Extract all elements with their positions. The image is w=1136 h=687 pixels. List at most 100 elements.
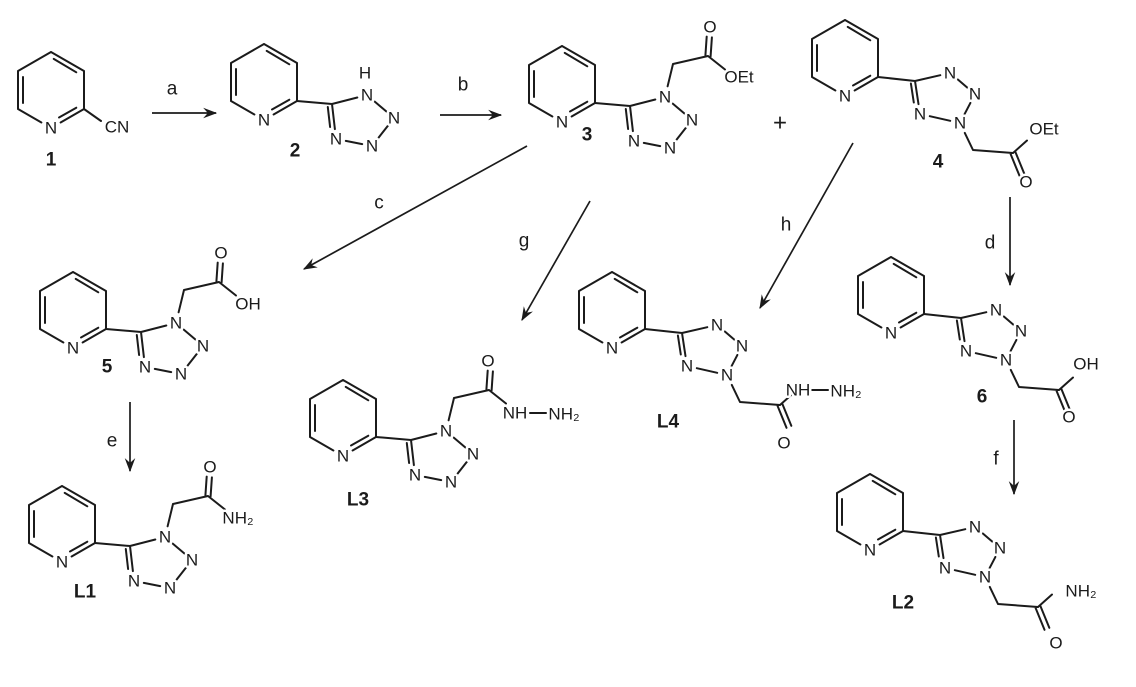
arrow-c [302, 145, 528, 270]
atom-oet-label: OEt [724, 68, 754, 87]
pyridine-ring [857, 256, 925, 329]
atom-n-label: N [664, 139, 676, 158]
hydrazide-chain-bonds [730, 383, 795, 429]
atom-n-label: N [159, 528, 171, 547]
compound-label: 2 [290, 141, 301, 162]
compound-label: 3 [582, 125, 593, 146]
atom-n-label: N [914, 105, 926, 124]
atom-n-label: N [337, 447, 349, 466]
atom-nh2-label: NH₂ [548, 405, 579, 424]
atom-nh2-label: NH₂ [1065, 582, 1096, 601]
arrow-h [759, 142, 854, 310]
pyridine-ring [811, 19, 879, 92]
atom-n-label: N [994, 539, 1006, 558]
atom-n-label: N [864, 541, 876, 560]
pyridine-ring [230, 43, 298, 116]
compound-label: L2 [892, 593, 914, 614]
atom-n-label: N [139, 358, 151, 377]
compound-label: 5 [102, 357, 113, 378]
atom-nh-label: NH [503, 404, 528, 423]
atom-h-label: H [359, 64, 371, 83]
step-label-d: d [985, 233, 996, 254]
atom-n-label: N [467, 445, 479, 464]
atom-n-label: N [954, 114, 966, 133]
atom-n-label: N [721, 366, 733, 385]
compound-L2: N N N N N NH₂ O L2 [836, 473, 1099, 655]
compound-6: N N N N N OH O 6 [857, 256, 1101, 429]
amide-chain-bonds [988, 585, 1053, 631]
atom-o-label: O [203, 458, 216, 477]
compound-1: N CN 1 [17, 51, 132, 171]
step-label-g: g [519, 231, 530, 252]
step-label-f: f [993, 449, 999, 470]
atom-n-label: N [839, 87, 851, 106]
ester-chain-bonds [666, 35, 726, 88]
atom-oet-label: OEt [1029, 120, 1059, 139]
compound-label: 6 [977, 387, 988, 408]
atom-nh-label: NH [786, 381, 811, 400]
atom-n-label: N [939, 559, 951, 578]
atom-oh-label: OH [235, 295, 261, 314]
step-label-c: c [374, 193, 384, 214]
atom-n-label: N [969, 85, 981, 104]
arrow-g [521, 200, 591, 322]
ester-chain-bonds [963, 131, 1028, 177]
compound-3: N N N N N O OEt 3 [528, 15, 756, 160]
atom-n-label: N [1015, 322, 1027, 341]
atom-n-label: N [388, 109, 400, 128]
atom-n-label: N [67, 339, 79, 358]
atom-n-label: N [960, 342, 972, 361]
atom-n-label: N [659, 88, 671, 107]
atom-n-label: N [45, 119, 57, 138]
atom-o-label: O [777, 434, 790, 453]
atom-n-label: N [736, 337, 748, 356]
atom-n-label: N [1000, 351, 1012, 370]
atom-n-label: N [330, 130, 342, 149]
atom-oh-label: OH [1073, 355, 1099, 374]
pyridine-ring [17, 51, 85, 124]
plus-sign: + [773, 110, 787, 137]
atom-n-label: N [944, 64, 956, 83]
amide-chain-bonds [166, 475, 226, 528]
atom-n-label: N [681, 357, 693, 376]
compound-L3: N N N N N O NH NH₂ L3 [309, 349, 582, 511]
compound-label: L4 [657, 412, 680, 433]
compound-label: 1 [46, 150, 57, 171]
step-label-b: b [458, 75, 469, 96]
atom-n-label: N [175, 365, 187, 384]
acid-chain-bonds [1009, 368, 1074, 414]
compound-L1: N N N N N O NH₂ L1 [28, 455, 256, 603]
atom-n-label: N [409, 466, 421, 485]
atom-n-label: N [56, 553, 68, 572]
atom-n-label: N [197, 337, 209, 356]
pyridine-ring [28, 485, 96, 558]
pyridine-ring [39, 271, 107, 344]
atom-n-label: N [711, 316, 723, 335]
pyridine-ring [528, 45, 596, 118]
atom-n-label: N [979, 568, 991, 587]
atom-cn-label: CN [105, 118, 130, 137]
atom-n-label: N [361, 86, 373, 105]
compound-4: N N N N N OEt O 4 [811, 19, 1061, 194]
compound-label: L3 [347, 490, 369, 511]
compound-label: 4 [933, 152, 944, 173]
reaction-arrows: a b c d e f g h + [107, 75, 1020, 496]
pyridine-ring [836, 473, 904, 546]
pyridine-ring [309, 379, 377, 452]
atom-o-label: O [703, 18, 716, 37]
atom-n-label: N [686, 111, 698, 130]
atom-n-label: N [969, 518, 981, 537]
atom-o-label: O [1062, 408, 1075, 427]
cn-bond [83, 108, 102, 122]
atom-o-label: O [1019, 173, 1032, 192]
atom-nh2-label: NH₂ [830, 382, 861, 401]
atom-n-label: N [606, 339, 618, 358]
atom-n-label: N [366, 137, 378, 156]
acid-chain-bonds [177, 261, 237, 314]
atom-n-label: N [628, 132, 640, 151]
atom-n-label: N [186, 551, 198, 570]
compound-label: L1 [74, 582, 97, 603]
atom-n-label: N [990, 301, 1002, 320]
